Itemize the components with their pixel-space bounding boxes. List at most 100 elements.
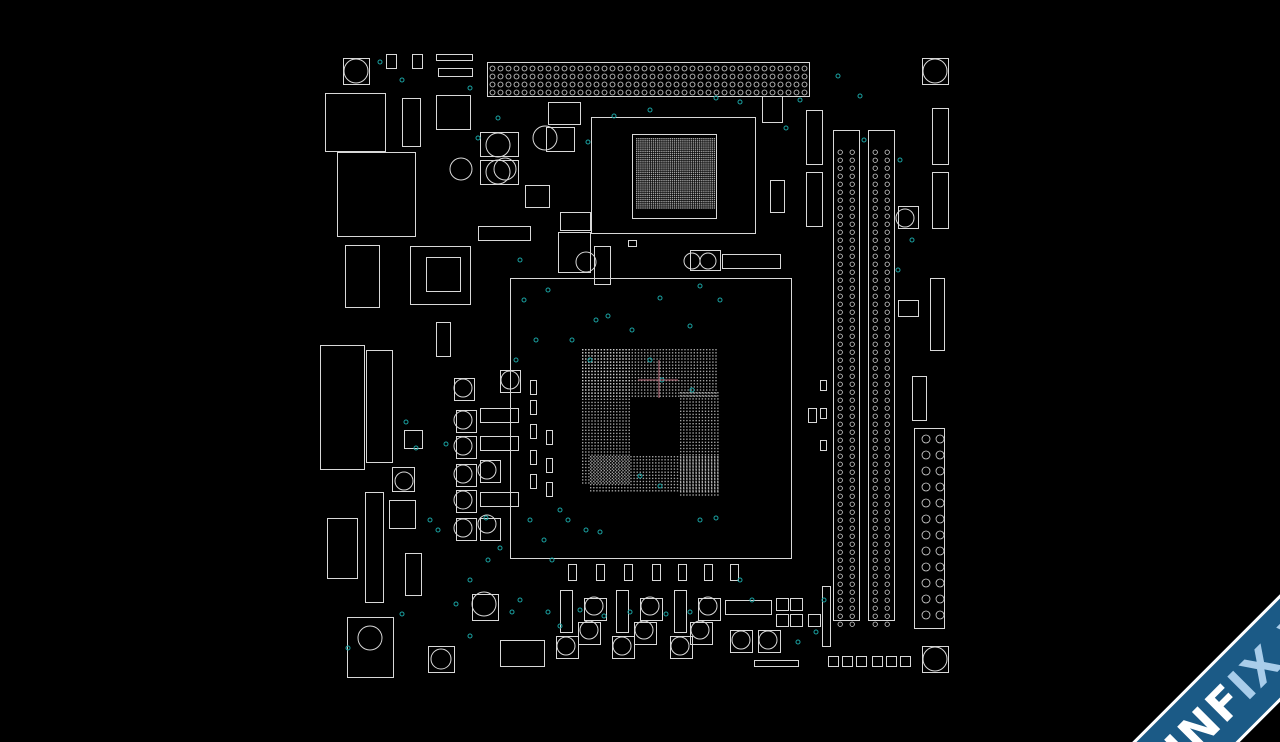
component-outline[interactable] bbox=[790, 598, 803, 611]
test-point[interactable] bbox=[517, 257, 523, 263]
component-outline[interactable] bbox=[347, 617, 394, 678]
component-outline[interactable] bbox=[808, 614, 821, 627]
component-outline[interactable] bbox=[616, 590, 629, 633]
test-point[interactable] bbox=[467, 85, 473, 91]
component-outline[interactable] bbox=[480, 460, 501, 483]
component-outline[interactable] bbox=[426, 257, 461, 292]
component-outline[interactable] bbox=[872, 656, 883, 667]
component-outline[interactable] bbox=[436, 54, 473, 61]
component-outline[interactable] bbox=[436, 95, 471, 130]
test-point[interactable] bbox=[527, 517, 533, 523]
component-outline[interactable] bbox=[392, 467, 415, 492]
component-outline[interactable] bbox=[320, 345, 365, 470]
component-outline[interactable] bbox=[776, 614, 789, 627]
test-point[interactable] bbox=[533, 337, 539, 343]
test-point[interactable] bbox=[821, 597, 827, 603]
component-outline[interactable] bbox=[652, 564, 661, 581]
component-outline[interactable] bbox=[456, 410, 477, 433]
test-point[interactable] bbox=[497, 545, 503, 551]
test-point[interactable] bbox=[435, 527, 441, 533]
component-outline[interactable] bbox=[922, 58, 949, 85]
test-point[interactable] bbox=[749, 597, 755, 603]
test-point[interactable] bbox=[585, 139, 591, 145]
component-outline[interactable] bbox=[628, 240, 637, 247]
test-point[interactable] bbox=[647, 107, 653, 113]
test-point[interactable] bbox=[697, 517, 703, 523]
component-outline[interactable] bbox=[438, 68, 473, 77]
pad[interactable] bbox=[579, 620, 599, 640]
test-point[interactable] bbox=[861, 137, 867, 143]
component-outline[interactable] bbox=[725, 600, 772, 615]
component-outline[interactable] bbox=[337, 152, 416, 237]
component-outline[interactable] bbox=[389, 500, 416, 529]
test-point[interactable] bbox=[593, 317, 599, 323]
test-point[interactable] bbox=[663, 611, 669, 617]
component-outline[interactable] bbox=[634, 622, 657, 645]
component-outline[interactable] bbox=[806, 110, 823, 165]
test-point[interactable] bbox=[601, 613, 607, 619]
component-outline[interactable] bbox=[530, 400, 537, 415]
component-outline[interactable] bbox=[345, 245, 380, 308]
component-outline[interactable] bbox=[690, 622, 713, 645]
test-point[interactable] bbox=[549, 557, 555, 563]
component-outline[interactable] bbox=[591, 117, 756, 234]
component-outline[interactable] bbox=[914, 428, 945, 629]
pad[interactable] bbox=[670, 636, 690, 656]
component-outline[interactable] bbox=[842, 656, 853, 667]
test-point[interactable] bbox=[541, 537, 547, 543]
component-outline[interactable] bbox=[912, 376, 927, 421]
component-outline[interactable] bbox=[530, 450, 537, 465]
pad[interactable] bbox=[532, 125, 558, 151]
test-point[interactable] bbox=[689, 387, 695, 393]
component-outline[interactable] bbox=[690, 250, 721, 271]
test-point[interactable] bbox=[637, 473, 643, 479]
test-point[interactable] bbox=[895, 267, 901, 273]
component-outline[interactable] bbox=[612, 636, 635, 659]
pad[interactable] bbox=[357, 625, 383, 651]
test-point[interactable] bbox=[577, 607, 583, 613]
component-outline[interactable] bbox=[546, 430, 553, 445]
test-point[interactable] bbox=[897, 157, 903, 163]
test-point[interactable] bbox=[399, 77, 405, 83]
pad[interactable] bbox=[477, 460, 497, 480]
component-outline[interactable] bbox=[410, 246, 471, 305]
component-outline[interactable] bbox=[820, 408, 827, 419]
test-point[interactable] bbox=[687, 323, 693, 329]
component-outline[interactable] bbox=[546, 127, 575, 152]
component-outline[interactable] bbox=[898, 300, 919, 317]
pad[interactable] bbox=[690, 620, 710, 640]
component-outline[interactable] bbox=[365, 492, 384, 603]
pad[interactable] bbox=[477, 514, 497, 534]
test-point[interactable] bbox=[545, 287, 551, 293]
pad[interactable] bbox=[683, 252, 701, 270]
component-outline[interactable] bbox=[833, 130, 860, 621]
component-outline[interactable] bbox=[578, 622, 601, 645]
pad[interactable] bbox=[575, 251, 597, 273]
pad[interactable] bbox=[634, 620, 654, 640]
component-outline[interactable] bbox=[500, 640, 545, 667]
component-outline[interactable] bbox=[822, 586, 831, 647]
component-outline[interactable] bbox=[856, 656, 867, 667]
pad[interactable] bbox=[453, 490, 473, 510]
component-outline[interactable] bbox=[584, 598, 607, 621]
component-outline[interactable] bbox=[530, 380, 537, 395]
component-outline[interactable] bbox=[456, 464, 477, 487]
pad[interactable] bbox=[485, 132, 511, 158]
component-outline[interactable] bbox=[548, 102, 581, 125]
component-outline[interactable] bbox=[510, 278, 792, 559]
component-outline[interactable] bbox=[500, 370, 521, 393]
component-outline[interactable] bbox=[624, 564, 633, 581]
component-outline[interactable] bbox=[730, 564, 739, 581]
component-outline[interactable] bbox=[704, 564, 713, 581]
test-point[interactable] bbox=[795, 639, 801, 645]
component-outline[interactable] bbox=[808, 408, 817, 423]
test-point[interactable] bbox=[521, 297, 527, 303]
test-point[interactable] bbox=[783, 125, 789, 131]
pad[interactable] bbox=[449, 157, 473, 181]
test-point[interactable] bbox=[713, 515, 719, 521]
pad[interactable] bbox=[430, 648, 452, 670]
test-point[interactable] bbox=[485, 557, 491, 563]
pad[interactable] bbox=[453, 518, 473, 538]
pad[interactable] bbox=[640, 596, 660, 616]
component-outline[interactable] bbox=[698, 598, 721, 621]
